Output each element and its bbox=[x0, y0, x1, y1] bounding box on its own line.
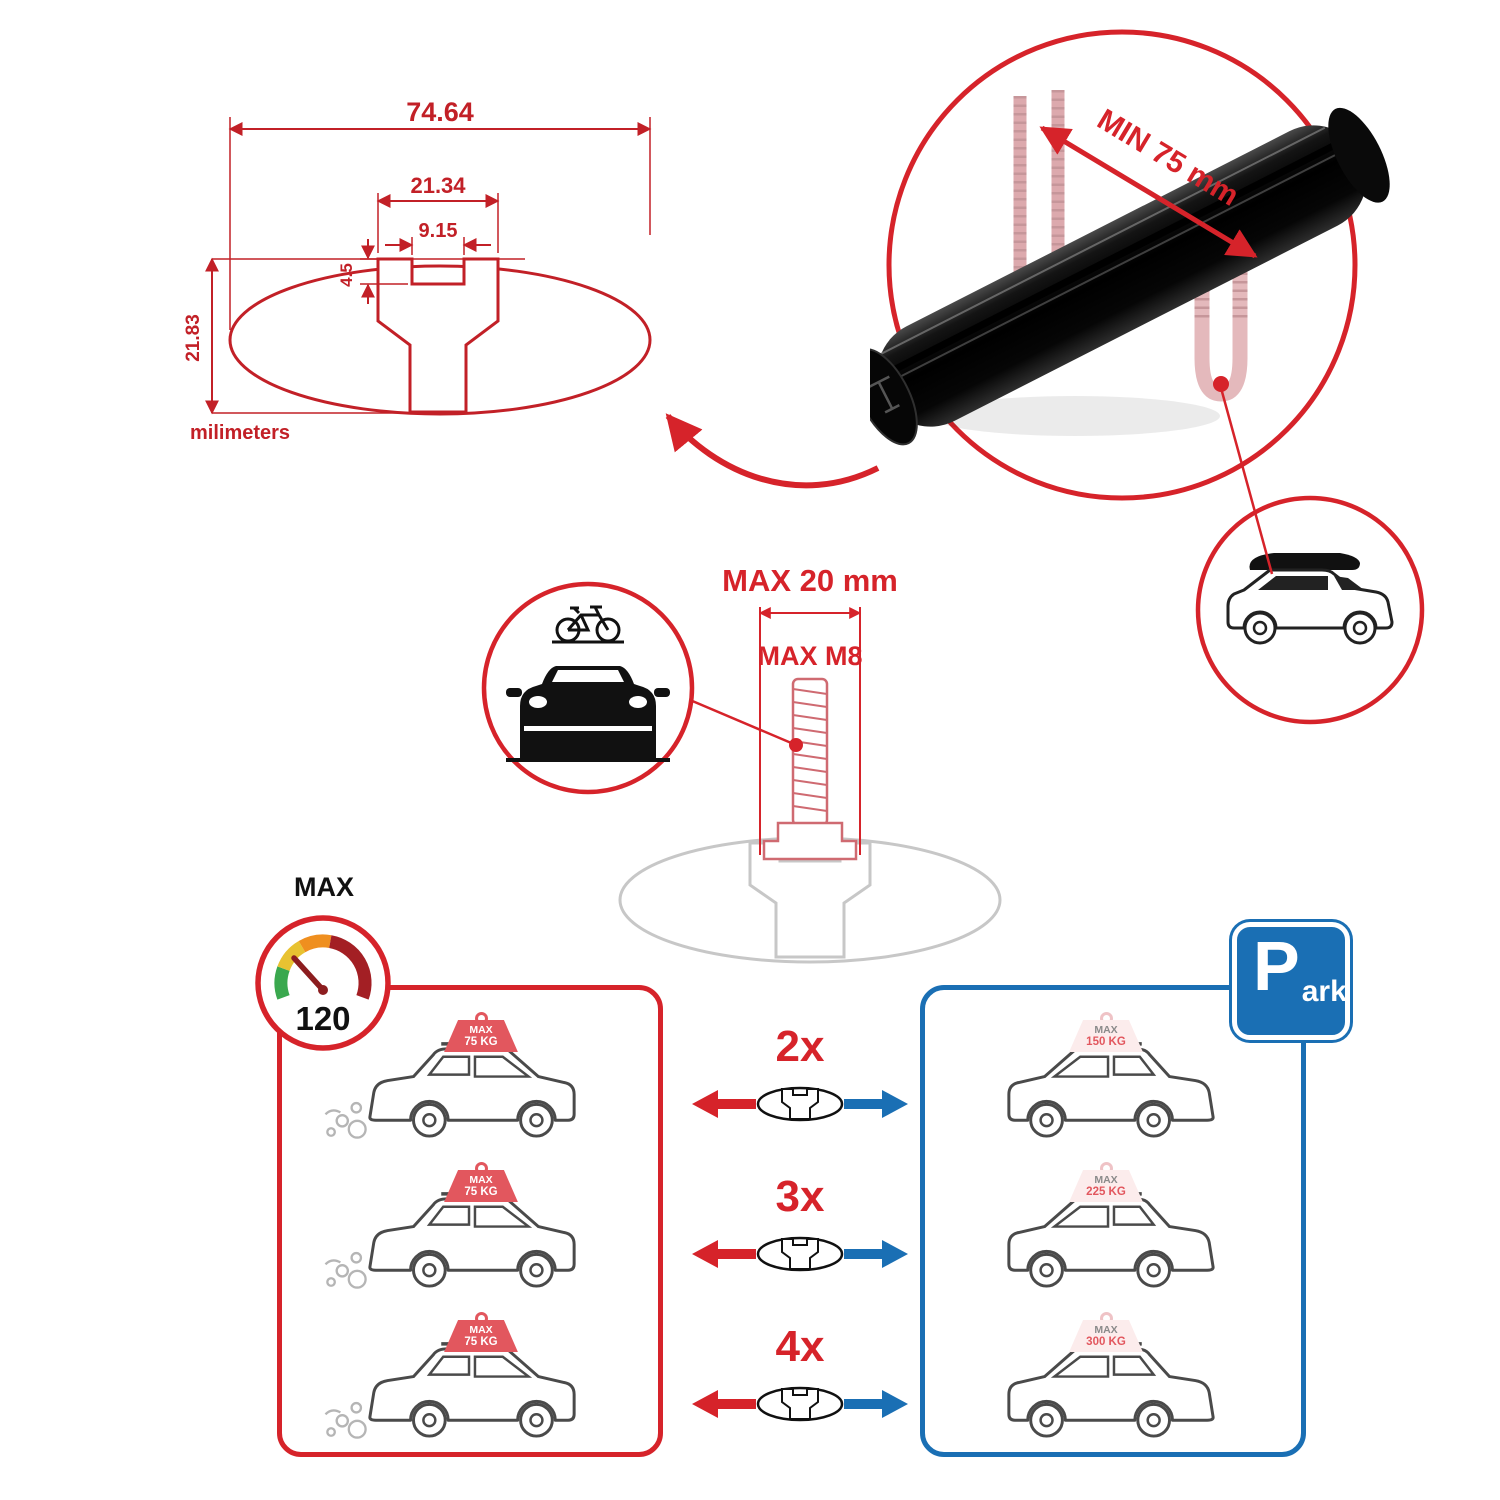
parking-car-row: MAX 150 KG bbox=[993, 1012, 1233, 1147]
profile-t-slot bbox=[376, 257, 500, 414]
dimension-total-width: 74.64 bbox=[406, 97, 474, 127]
roof-load-tag: MAX 150 KG bbox=[1069, 1012, 1143, 1053]
gauge-needle bbox=[291, 955, 326, 993]
red-arrow-left-icon bbox=[692, 1390, 718, 1418]
bolt-diagram: MAX 20 mm MAX M8 bbox=[618, 563, 1002, 964]
profile-cross-section-icon bbox=[756, 1236, 844, 1272]
park-sign: P ark bbox=[1232, 922, 1350, 1040]
blue-arrow-right-icon bbox=[882, 1240, 908, 1268]
load-label: MAX bbox=[469, 1024, 493, 1036]
roof-load-tag: MAX 300 KG bbox=[1069, 1312, 1143, 1353]
load-value: 150 KG bbox=[1086, 1036, 1126, 1049]
smoke-icon bbox=[318, 1093, 374, 1143]
load-label: MAX bbox=[1094, 1024, 1118, 1036]
dimension-total-height: 21.83 bbox=[183, 314, 204, 362]
crossbar-detail-circle: MIN 75 mm bbox=[870, 29, 1390, 501]
bike-icon bbox=[552, 605, 624, 644]
profile-ellipse bbox=[228, 264, 652, 416]
load-value: 75 KG bbox=[464, 1336, 498, 1349]
max-width-label: MAX 20 mm bbox=[722, 563, 898, 598]
parking-car-row: MAX 300 KG bbox=[993, 1312, 1233, 1447]
blue-arrow-right-icon bbox=[882, 1390, 908, 1418]
callout-dot-clamp bbox=[1213, 376, 1229, 392]
speedometer-icon: 120 bbox=[255, 915, 391, 1051]
load-value: 300 KG bbox=[1086, 1336, 1126, 1349]
curved-arrow bbox=[665, 413, 880, 489]
driving-load-panel: MAX 75 KG MAX 75 KG bbox=[277, 985, 663, 1457]
bolt-icon bbox=[762, 677, 858, 861]
dimension-opening: 9.15 bbox=[419, 220, 458, 242]
driving-car-row: MAX 75 KG bbox=[352, 1312, 592, 1447]
roof-load-tag: MAX 75 KG bbox=[444, 1312, 518, 1353]
dimension-lip: 4.5 bbox=[337, 263, 356, 287]
speed-max-heading: MAX bbox=[294, 872, 354, 902]
parking-load-panel: MAX 150 KG MAX 225 KG MAX bbox=[920, 985, 1306, 1457]
roof-load-tag: MAX 225 KG bbox=[1069, 1162, 1143, 1203]
bar-count-3x: 3x bbox=[775, 1172, 825, 1221]
park-sign-p: P bbox=[1253, 927, 1300, 1005]
driving-car-row: MAX 75 KG bbox=[352, 1162, 592, 1297]
bar-count-4x: 4x bbox=[775, 1322, 825, 1371]
smoke-icon bbox=[318, 1243, 374, 1293]
faded-profile-icon bbox=[618, 836, 1002, 964]
red-arrow-left-icon bbox=[692, 1090, 718, 1118]
load-label: MAX bbox=[1094, 1174, 1118, 1186]
bar-option-row bbox=[692, 1386, 908, 1422]
driving-car-row: MAX 75 KG bbox=[352, 1012, 592, 1147]
speed-value: 120 bbox=[295, 1000, 350, 1037]
roof-load-tag: MAX 75 KG bbox=[444, 1012, 518, 1053]
load-value: 75 KG bbox=[464, 1036, 498, 1049]
load-value: 75 KG bbox=[464, 1186, 498, 1199]
car-front-icon bbox=[506, 666, 670, 762]
bar-option-row bbox=[692, 1086, 908, 1122]
bar-option-row bbox=[692, 1236, 908, 1272]
min-span-arrow bbox=[1039, 125, 1258, 259]
load-value: 225 KG bbox=[1086, 1186, 1126, 1199]
profile-dimension-diagram: 74.64 21.34 9.15 4.5 21.83 milimeters bbox=[183, 97, 652, 444]
dimension-channel-outer: 21.34 bbox=[410, 173, 466, 198]
units-label: milimeters bbox=[190, 422, 290, 444]
roof-load-tag: MAX 75 KG bbox=[444, 1162, 518, 1203]
park-sign-ark: ark bbox=[1301, 975, 1347, 1008]
profile-cross-section-icon bbox=[756, 1086, 844, 1122]
suv-roofbox-icon bbox=[1226, 553, 1394, 645]
load-label: MAX bbox=[1094, 1324, 1118, 1336]
suv-roofbox-circle bbox=[1195, 495, 1425, 725]
smoke-icon bbox=[318, 1393, 374, 1443]
max-thread-label: MAX M8 bbox=[757, 641, 862, 671]
profile-cross-section-icon bbox=[756, 1386, 844, 1422]
bike-car-circle bbox=[481, 581, 695, 795]
load-label: MAX bbox=[469, 1174, 493, 1186]
bar-count-2x: 2x bbox=[775, 1022, 825, 1071]
load-label: MAX bbox=[469, 1324, 493, 1336]
red-arrow-left-icon bbox=[692, 1240, 718, 1268]
blue-arrow-right-icon bbox=[882, 1090, 908, 1118]
parking-car-row: MAX 225 KG bbox=[993, 1162, 1233, 1297]
